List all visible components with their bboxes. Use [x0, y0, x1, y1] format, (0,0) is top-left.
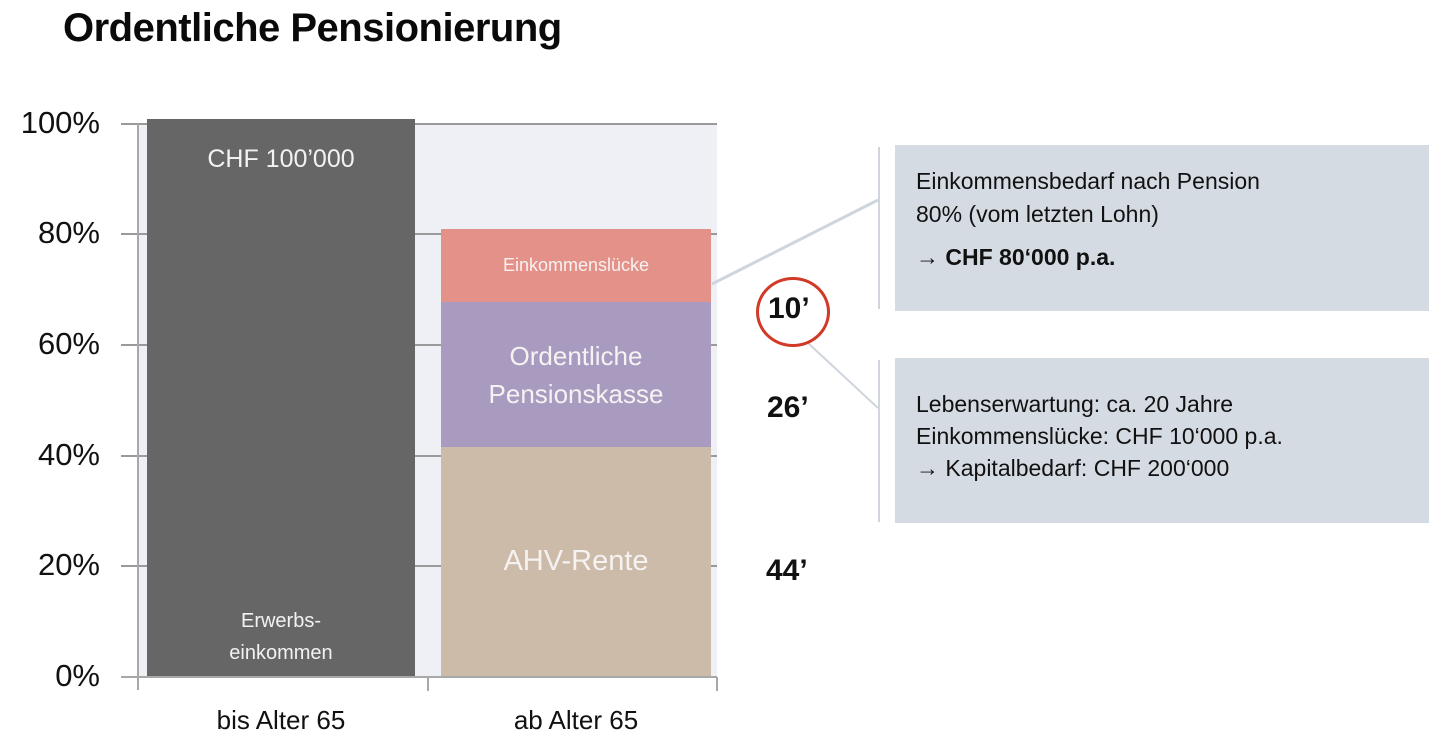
box1-result: → CHF 80‘000 p.a.	[916, 244, 1116, 270]
box1-line1: Einkommensbedarf nach Pension	[916, 168, 1260, 194]
value-pk: 26’	[767, 391, 809, 424]
segment-ahv-rente: AHV-Rente	[441, 447, 711, 677]
box2-line1: Lebenserwartung: ca. 20 Jahre	[916, 391, 1234, 417]
y-label-60: 60%	[37, 326, 100, 361]
box1-bracket	[878, 147, 880, 309]
bar-erwerbseinkommen: CHF 100’000 Erwerbs- einkommen	[147, 119, 415, 677]
x-tick-mid	[427, 677, 429, 691]
gridline-80	[121, 233, 717, 235]
segment-pensionskasse: Ordentliche Pensionskasse	[441, 302, 711, 447]
info-box-capital-need: Lebenserwartung: ca. 20 Jahre Einkommens…	[895, 358, 1429, 523]
box2-line2: Einkommenslücke: CHF 10‘000 p.a.	[916, 423, 1283, 449]
gridline-20	[121, 565, 717, 567]
value-gap: 10’	[768, 292, 810, 325]
box1-line2: 80% (vom letzten Lohn)	[916, 201, 1159, 227]
gridline-40	[121, 455, 717, 457]
x-axis	[121, 676, 717, 678]
y-label-80: 80%	[37, 215, 100, 250]
page-title: Ordentliche Pensionierung	[63, 6, 562, 50]
bar1-top-label: CHF 100’000	[207, 145, 355, 173]
bar1-bottom-label-line1: Erwerbs-	[240, 610, 321, 632]
value-ahv: 44’	[766, 554, 808, 587]
info-box-income-need: Einkommensbedarf nach Pension 80% (vom l…	[895, 145, 1429, 311]
segment-pensionskasse-label-line2: Pensionskasse	[488, 378, 664, 409]
y-axis	[137, 124, 139, 690]
y-label-40: 40%	[37, 437, 100, 472]
box2-bracket	[878, 360, 880, 522]
segment-einkommensluecke-label: Einkommenslücke	[502, 255, 650, 275]
gridline-60	[121, 344, 717, 346]
y-label-0: 0%	[55, 658, 100, 693]
y-label-20: 20%	[37, 547, 100, 582]
bar1-bottom-label-line2: einkommen	[229, 642, 333, 664]
segment-pensionskasse-label-line1: Ordentliche	[509, 340, 643, 371]
bar1-bottom-label: Erwerbs- einkommen	[147, 605, 415, 669]
x-label-bis-alter-65: bis Alter 65	[216, 705, 346, 735]
x-tick-right	[716, 677, 718, 691]
segment-ahv-rente-label: AHV-Rente	[503, 545, 649, 577]
gridline-100	[121, 123, 717, 125]
x-label-ab-alter-65: ab Alter 65	[513, 705, 639, 735]
box2-line3: → Kapitalbedarf: CHF 200‘000	[916, 455, 1230, 481]
segment-einkommensluecke: Einkommenslücke	[441, 229, 711, 302]
highlight-circle	[756, 277, 830, 347]
y-label-100: 100%	[20, 105, 100, 140]
